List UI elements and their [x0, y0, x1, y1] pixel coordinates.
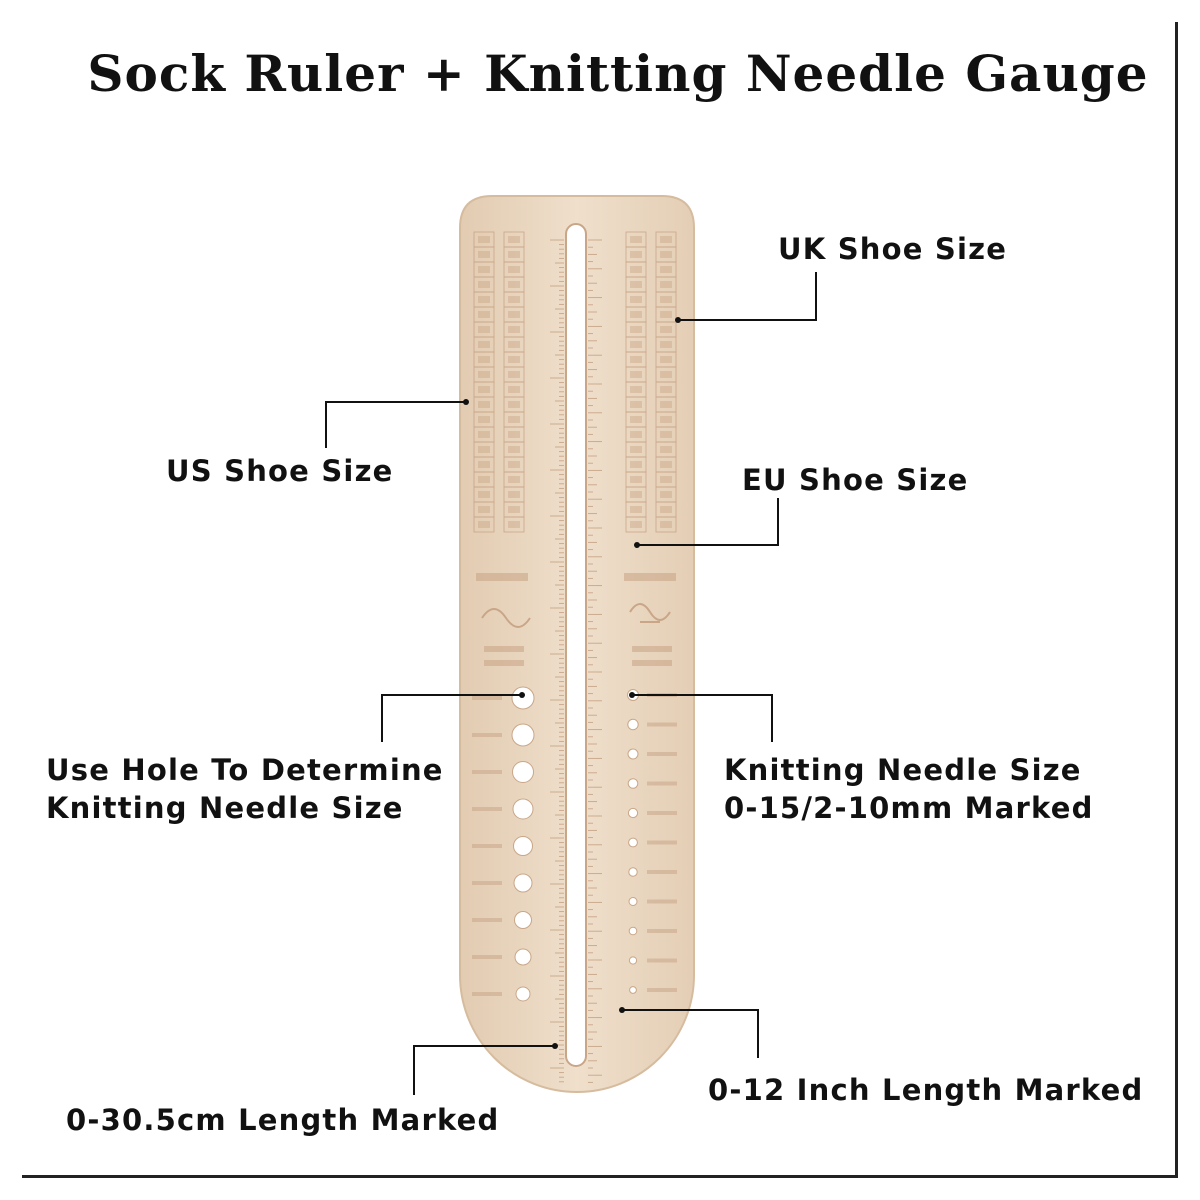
needle-holes-left: [472, 686, 535, 1002]
picture-frame: [22, 22, 1178, 1178]
us-size-table-engraving: [473, 231, 525, 533]
leader-cm: [413, 1045, 555, 1095]
cm-length-label: 0-30.5cm Length Marked: [66, 1103, 500, 1137]
leader-uk: [678, 272, 817, 321]
page-title: Sock Ruler + Knitting Needle Gauge: [87, 44, 1149, 103]
hole-callout-line1: Use Hole To Determine: [46, 753, 444, 787]
needle-callout-line2: 0-15/2-10mm Marked: [724, 791, 1094, 825]
leader-inch: [622, 1009, 759, 1058]
ruler-decorations: [476, 573, 676, 666]
hole-callout-line2: Knitting Needle Size: [46, 791, 404, 825]
length-scale-ticks: [550, 239, 602, 1083]
eu-shoe-size-label: EU Shoe Size: [742, 463, 969, 497]
inch-length-label: 0-12 Inch Length Marked: [708, 1073, 1144, 1107]
needle-callout-line1: Knitting Needle Size: [724, 753, 1082, 787]
uk-shoe-size-label: UK Shoe Size: [778, 232, 1008, 266]
leader-eu: [637, 498, 779, 546]
leader-hole: [381, 694, 522, 742]
leader-needle: [632, 694, 773, 742]
needle-holes-right: [627, 689, 677, 994]
center-slot: [565, 223, 587, 1067]
leader-us: [325, 401, 466, 448]
us-shoe-size-label: US Shoe Size: [166, 454, 394, 488]
uk-size-table-engraving: [625, 231, 677, 533]
